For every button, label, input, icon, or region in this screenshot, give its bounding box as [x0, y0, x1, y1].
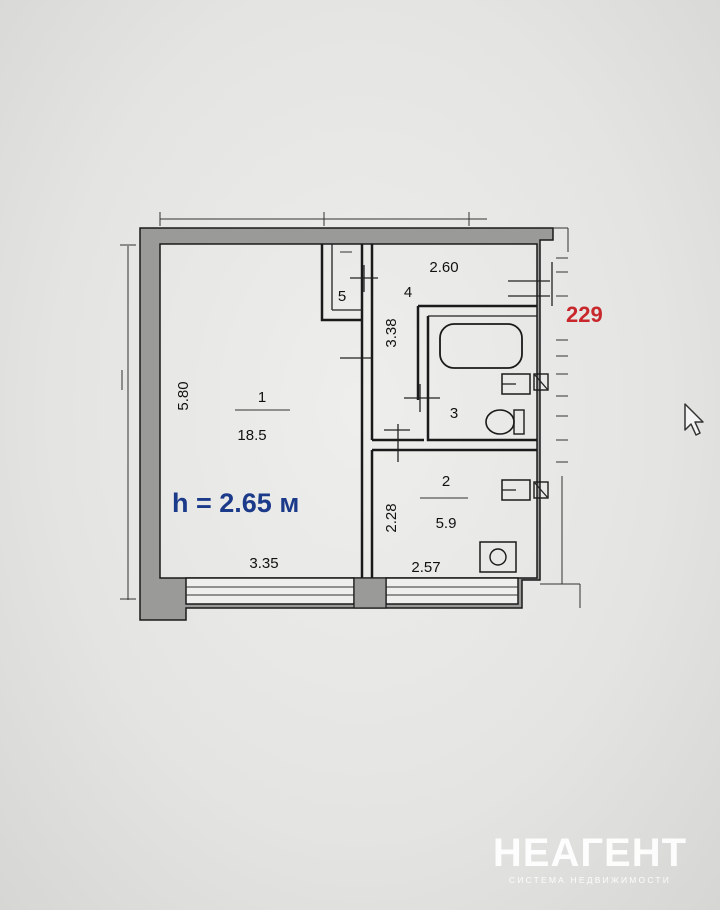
room-4-number: 4: [404, 284, 412, 301]
bathtub-fixture: [439, 323, 523, 369]
extension-lines: [120, 212, 581, 608]
room-1-number: 1: [258, 389, 266, 406]
dim-kitchen-length: 2.28: [383, 503, 400, 532]
windows: [185, 577, 519, 609]
dim-room1-width: 3.35: [249, 555, 278, 572]
mouse-cursor-icon: [683, 402, 707, 443]
room-2-number: 2: [442, 473, 450, 490]
room-5-number: 5: [338, 288, 346, 305]
toilet-fixture: [485, 409, 525, 435]
ceiling-height-label: h = 2.65 м: [172, 488, 299, 518]
vent-duct-icon: [501, 373, 549, 395]
vent-duct-icon: [501, 479, 549, 501]
watermark-title: НЕАГЕНТ: [492, 831, 688, 875]
room-3-number: 3: [450, 405, 458, 422]
watermark-subtitle: СИСТЕМА НЕДВИЖИМОСТИ: [508, 875, 672, 885]
stove-fixture: [479, 541, 517, 573]
wall-ticks: [121, 251, 352, 390]
door-marks: [340, 262, 553, 462]
plan-number: 229: [566, 302, 603, 327]
room-1-area: 18.5: [237, 427, 266, 444]
dim-corridor-width: 2.60: [429, 259, 458, 276]
room-2-area: 5.9: [436, 515, 457, 532]
dim-room1-height: 5.80: [175, 381, 192, 410]
dim-corridor-length: 3.38: [383, 318, 400, 347]
dim-kitchen-width: 2.57: [411, 559, 440, 576]
watermark-logo: НЕАГЕНТ СИСТЕМА НЕДВИЖИМОСТИ: [490, 832, 690, 886]
